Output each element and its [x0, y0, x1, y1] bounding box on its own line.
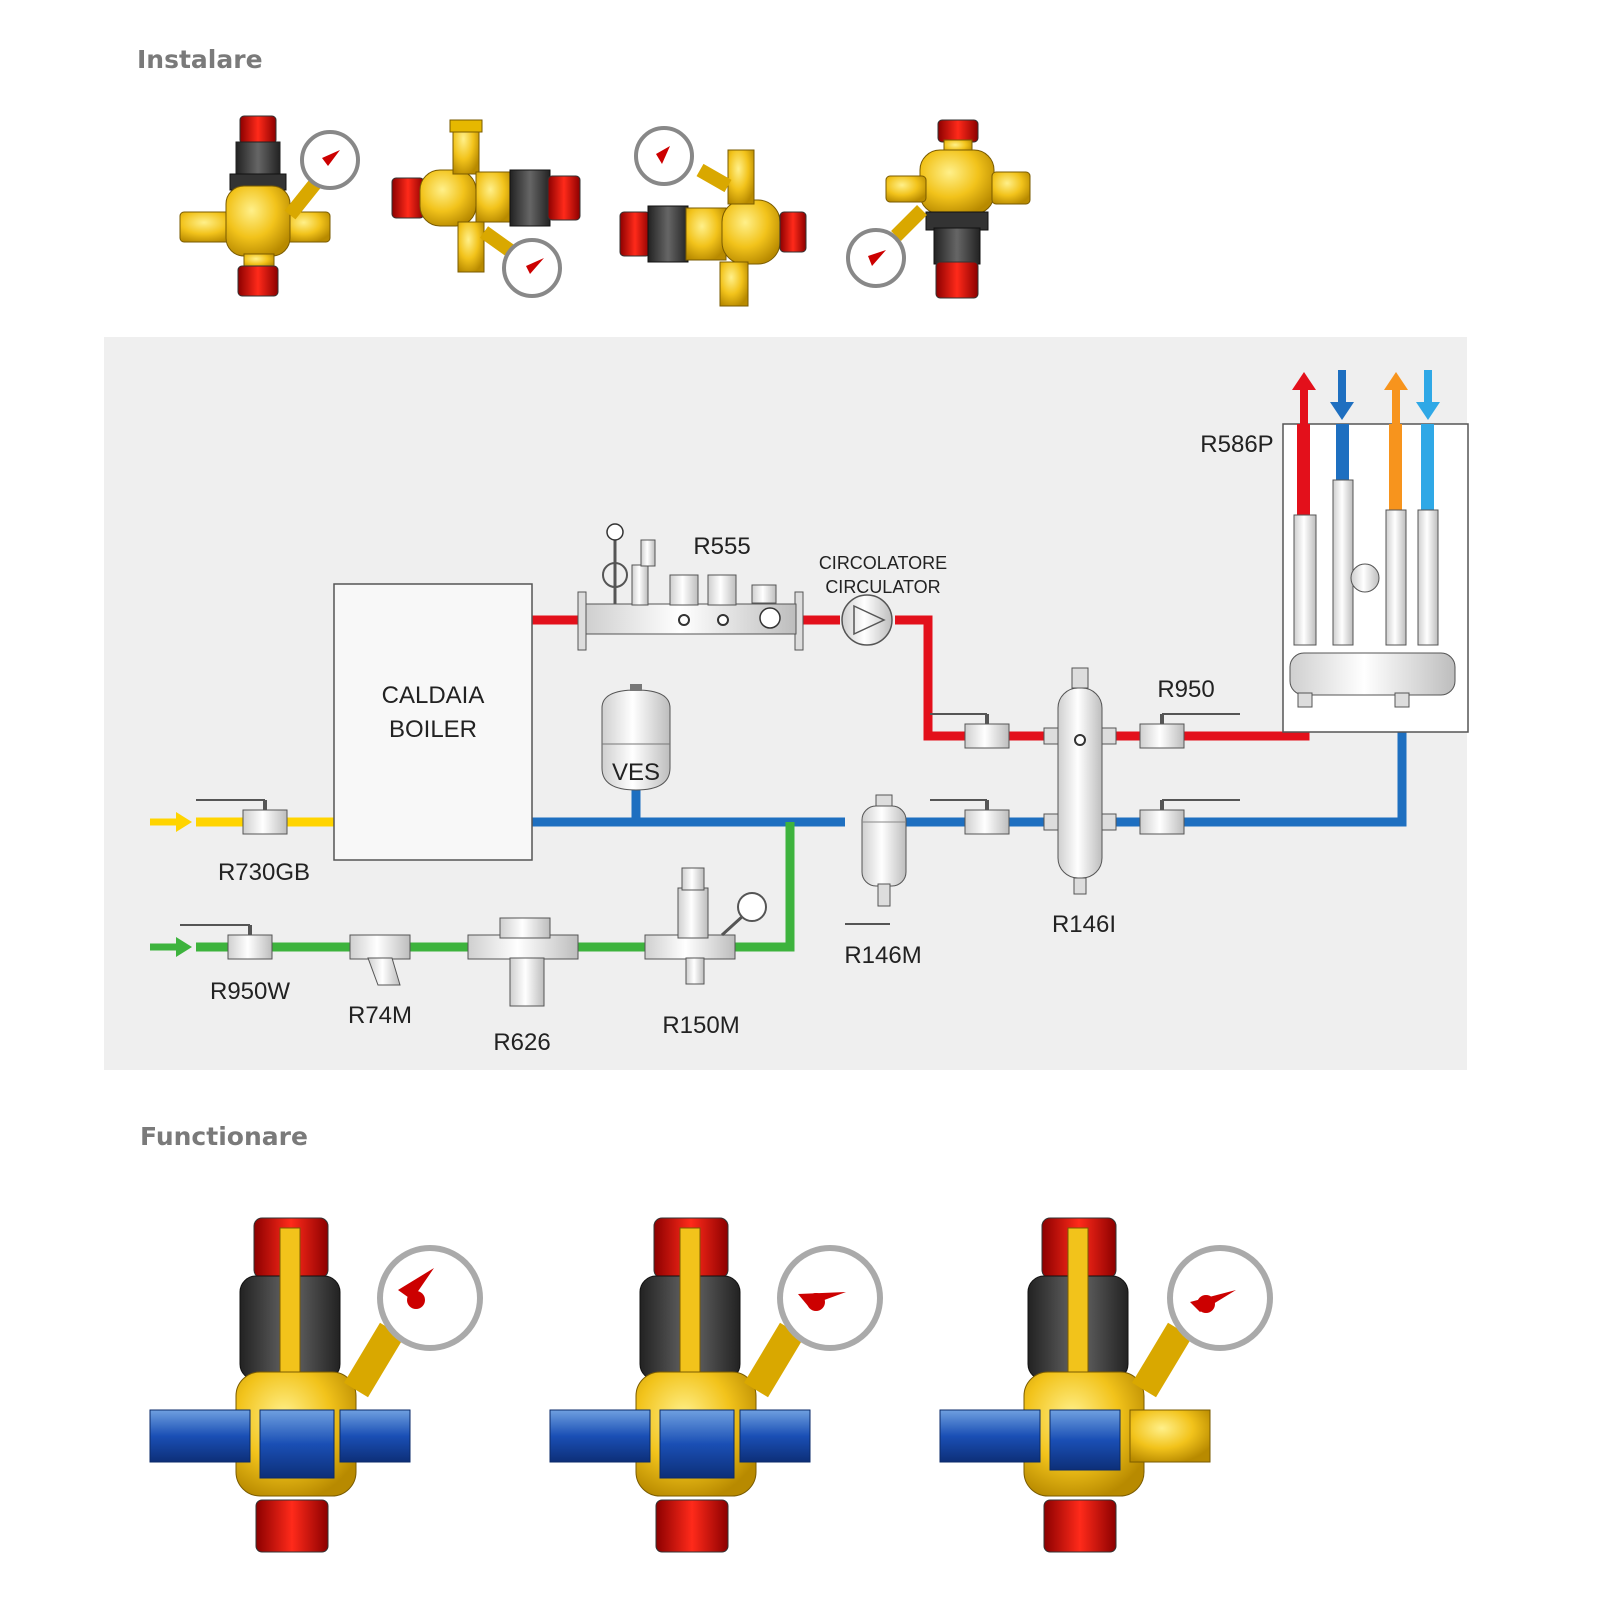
r150m-label: R150M	[662, 1012, 739, 1039]
install-valve-horizontal-2	[391, 119, 581, 298]
r146i-label: R146I	[1052, 911, 1116, 938]
install-section-title: Instalare	[137, 45, 263, 74]
circulator-pump	[841, 594, 893, 646]
operation-cutaway-1	[149, 1217, 483, 1553]
install-valve-vertical-1	[179, 115, 360, 297]
circulator-label-line1: CIRCOLATORE	[819, 553, 947, 573]
boiler-label-line1: CALDAIA	[382, 682, 485, 709]
operation-section-title: Functionare	[140, 1122, 308, 1151]
ball-valve-hot-supply	[930, 713, 1010, 749]
r150m-pressure-reducer	[644, 867, 767, 985]
operation-cutaway-3	[939, 1217, 1273, 1553]
r730gb-label: R730GB	[218, 859, 310, 886]
r950-label: R950	[1157, 676, 1214, 703]
r626-backflow-preventer	[467, 917, 579, 1007]
return-arrow-light-blue	[1416, 370, 1440, 420]
r74m-label: R74M	[348, 1002, 412, 1029]
r146m-dirt-separator	[845, 794, 907, 925]
circulator-label-line2: CIRCULATOR	[825, 577, 940, 597]
outlet-arrow-orange	[1384, 372, 1408, 424]
r146m-label: R146M	[844, 942, 921, 969]
ball-valve-r730gb	[196, 799, 288, 835]
install-valve-horizontal-3	[619, 126, 807, 307]
r555-safety-manifold	[577, 523, 804, 651]
r586p-distribution-module	[1282, 423, 1469, 733]
return-arrow-cold	[1330, 370, 1354, 420]
r555-label: R555	[693, 533, 750, 560]
expansion-vessel-label: VES	[612, 759, 660, 786]
gas-inlet-arrow	[150, 812, 192, 832]
install-valve-vertical-4	[846, 119, 1031, 299]
r626-label: R626	[493, 1029, 550, 1056]
ball-valve-r950-hot	[1139, 713, 1240, 749]
boiler-label-line2: BOILER	[389, 716, 477, 743]
expansion-vessel	[601, 684, 671, 791]
outlet-arrow-hot	[1292, 372, 1316, 424]
r950w-label: R950W	[210, 978, 290, 1005]
r74m-y-strainer	[349, 934, 411, 986]
ball-valve-r950-cold	[1139, 799, 1240, 835]
water-inlet-arrow	[150, 937, 192, 957]
r146i-hydraulic-separator	[1043, 667, 1117, 895]
ball-valve-r950w	[180, 924, 273, 960]
r586p-label: R586P	[1200, 431, 1273, 458]
operation-cutaway-2	[549, 1217, 883, 1553]
boiler	[333, 583, 533, 861]
ball-valve-cold-return	[930, 799, 1010, 835]
